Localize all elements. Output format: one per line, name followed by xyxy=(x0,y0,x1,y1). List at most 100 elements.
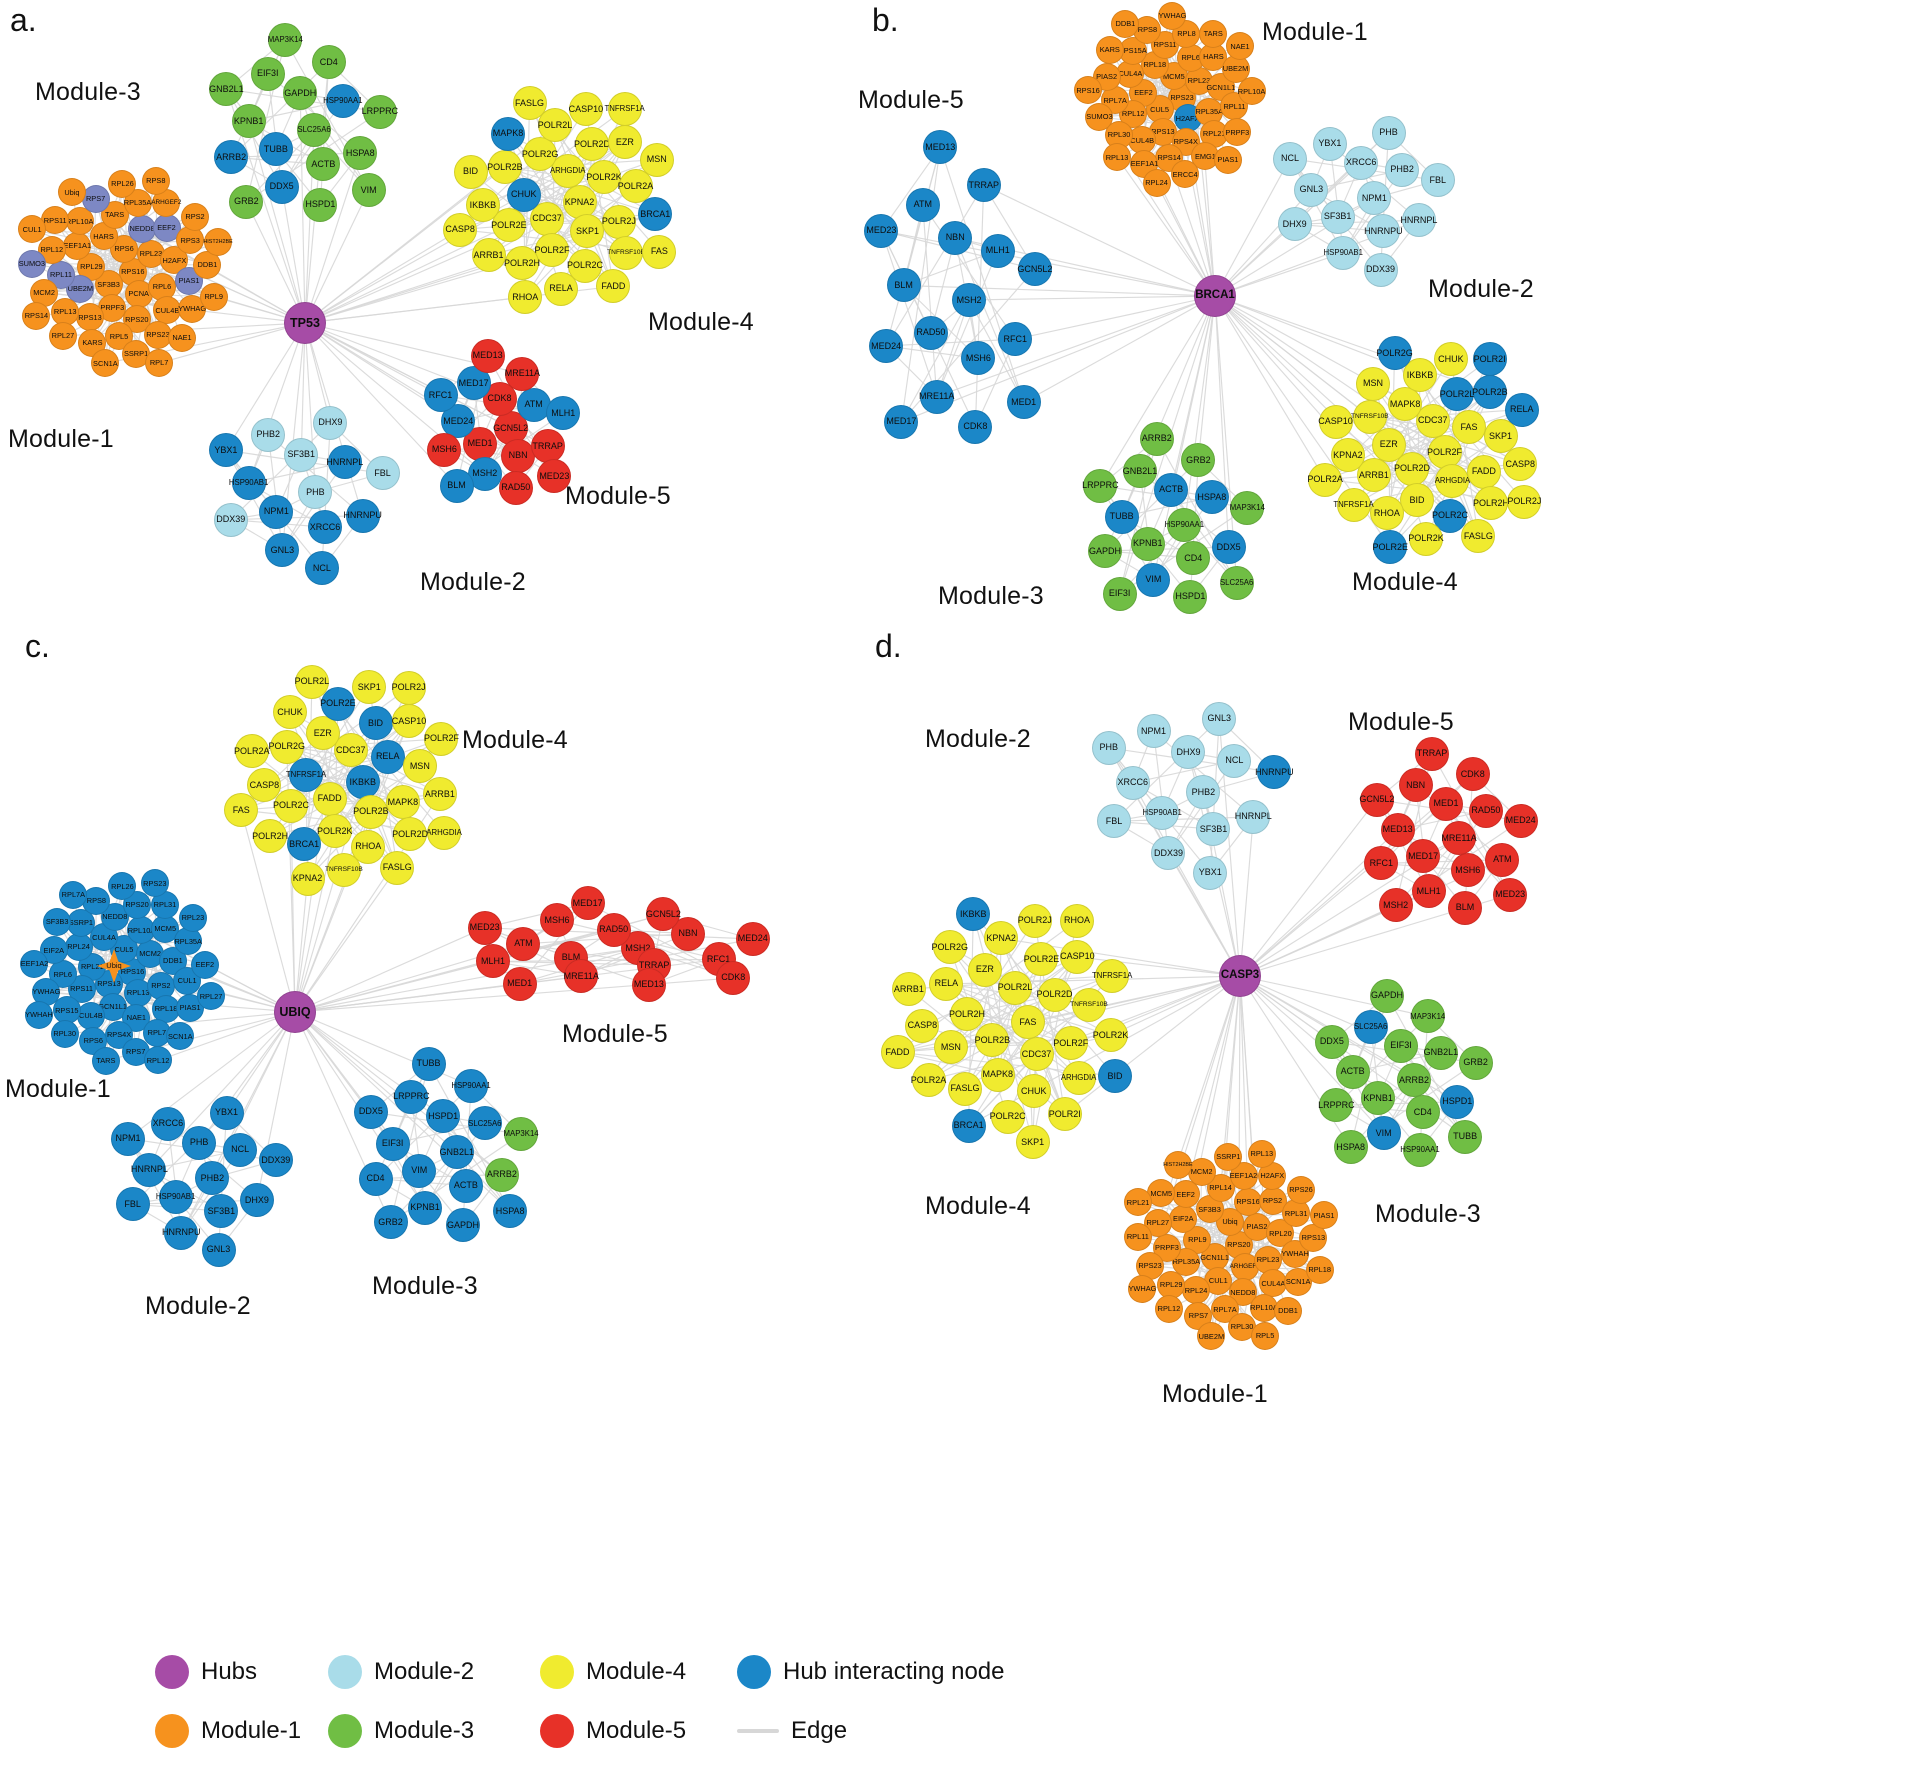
node-arrb2[interactable]: ARRB2 xyxy=(484,1157,519,1192)
node-phb[interactable]: PHB xyxy=(298,475,333,509)
node-tubb[interactable]: TUBB xyxy=(1448,1119,1483,1154)
node-msh6[interactable]: MSH6 xyxy=(427,432,462,467)
node-ddb1[interactable]: DDB1 xyxy=(1274,1297,1303,1326)
node-med13[interactable]: MED13 xyxy=(631,967,666,1002)
node-vim[interactable]: VIM xyxy=(351,173,386,208)
node-hnrnpl[interactable]: HNRNPL xyxy=(1400,203,1437,238)
node-vim[interactable]: VIM xyxy=(402,1153,437,1188)
node-med24[interactable]: MED24 xyxy=(869,329,904,364)
node-mapk8[interactable]: MAPK8 xyxy=(385,785,420,820)
node-rad50[interactable]: RAD50 xyxy=(1468,793,1503,828)
node-nbn[interactable]: NBN xyxy=(938,220,973,255)
node-hsp90aa1[interactable]: HSP90AA1 xyxy=(323,83,363,118)
node-dhx9[interactable]: DHX9 xyxy=(1277,207,1312,242)
node-xrcc6[interactable]: XRCC6 xyxy=(1344,145,1379,180)
node-polr2c[interactable]: POLR2C xyxy=(990,1099,1026,1134)
node-bid[interactable]: BID xyxy=(358,706,393,741)
hub-node-ubiq[interactable]: UBIQ xyxy=(274,991,316,1033)
node-rad50[interactable]: RAD50 xyxy=(596,912,631,947)
node-ezr[interactable]: EZR xyxy=(305,716,340,751)
node-arrb1[interactable]: ARRB1 xyxy=(422,777,457,812)
node-gnl3[interactable]: GNL3 xyxy=(1202,701,1237,736)
node-cdk8[interactable]: CDK8 xyxy=(958,409,993,444)
node-grb2[interactable]: GRB2 xyxy=(373,1205,408,1240)
node-nae1[interactable]: NAE1 xyxy=(168,324,197,353)
node-eef2[interactable]: EEF2 xyxy=(190,951,219,980)
node-gnb2l1[interactable]: GNB2L1 xyxy=(1424,1035,1458,1070)
node-rad50[interactable]: RAD50 xyxy=(913,315,948,350)
node-polr2a[interactable]: POLR2A xyxy=(911,1063,946,1098)
node-blm[interactable]: BLM xyxy=(1447,890,1482,925)
node-cul4b[interactable]: CUL4B xyxy=(76,1002,105,1031)
node-eif3i[interactable]: EIF3I xyxy=(375,1126,410,1161)
node-rhoa[interactable]: RHOA xyxy=(1369,496,1404,531)
node-atm[interactable]: ATM xyxy=(905,187,940,222)
node-xrcc6[interactable]: XRCC6 xyxy=(1115,765,1150,800)
node-hspd1[interactable]: HSPD1 xyxy=(303,187,338,222)
node-gnl3[interactable]: GNL3 xyxy=(1294,172,1329,207)
node-mapk8[interactable]: MAPK8 xyxy=(980,1057,1015,1092)
node-ybx1[interactable]: YBX1 xyxy=(208,433,243,468)
node-sf3b1[interactable]: SF3B1 xyxy=(284,437,319,472)
node-mre11a[interactable]: MRE11A xyxy=(1441,821,1477,855)
node-xrcc6[interactable]: XRCC6 xyxy=(307,510,342,545)
node-actb[interactable]: ACTB xyxy=(1154,472,1189,507)
node-rpl12[interactable]: RPL12 xyxy=(1154,1294,1183,1323)
node-trrap[interactable]: TRRAP xyxy=(530,429,565,464)
node-rpl24[interactable]: RPL24 xyxy=(1142,169,1171,198)
node-phb[interactable]: PHB xyxy=(182,1125,217,1160)
node-rela[interactable]: RELA xyxy=(1504,392,1539,427)
node-fadd[interactable]: FADD xyxy=(880,1035,915,1070)
node-mapk8[interactable]: MAPK8 xyxy=(491,116,525,151)
node-npm1[interactable]: NPM1 xyxy=(259,494,294,529)
node-ezr[interactable]: EZR xyxy=(967,952,1002,987)
node-med23[interactable]: MED23 xyxy=(1493,877,1528,912)
node-polr2k[interactable]: POLR2K xyxy=(317,814,352,849)
node-med24[interactable]: MED24 xyxy=(1503,803,1538,838)
node-polr2l[interactable]: POLR2L xyxy=(295,664,329,699)
node-rad50[interactable]: RAD50 xyxy=(498,470,533,505)
node-blm[interactable]: BLM xyxy=(439,468,474,503)
node-npm1[interactable]: NPM1 xyxy=(1136,714,1171,749)
node-phb2[interactable]: PHB2 xyxy=(251,417,286,452)
node-ddx5[interactable]: DDX5 xyxy=(264,169,299,204)
node-rps8[interactable]: RPS8 xyxy=(141,166,170,195)
node-gcn5l2[interactable]: GCN5L2 xyxy=(1359,782,1394,817)
hub-node-brca1[interactable]: BRCA1 xyxy=(1194,275,1236,317)
node-ezr[interactable]: EZR xyxy=(1371,427,1406,462)
node-casp8[interactable]: CASP8 xyxy=(905,1008,940,1043)
node-polr2j[interactable]: POLR2J xyxy=(391,670,426,705)
node-dhx9[interactable]: DHX9 xyxy=(313,405,348,440)
node-fas[interactable]: FAS xyxy=(642,234,677,269)
node-slc25a6[interactable]: SLC25A6 xyxy=(297,113,332,147)
node-rhoa[interactable]: RHOA xyxy=(508,280,543,314)
node-phb[interactable]: PHB xyxy=(1371,115,1406,150)
node-med1[interactable]: MED1 xyxy=(1006,385,1041,420)
node-vim[interactable]: VIM xyxy=(1366,1116,1401,1151)
node-polr2e[interactable]: POLR2E xyxy=(320,686,356,721)
node-rpl13[interactable]: RPL13 xyxy=(1247,1139,1276,1168)
node-med1[interactable]: MED1 xyxy=(502,966,537,1001)
node-polr2a[interactable]: POLR2A xyxy=(1307,462,1343,497)
node-rpl27[interactable]: RPL27 xyxy=(48,321,77,350)
node-skp1[interactable]: SKP1 xyxy=(1015,1125,1050,1160)
node-mlh1[interactable]: MLH1 xyxy=(980,233,1015,268)
node-phb[interactable]: PHB xyxy=(1091,730,1126,765)
node-gapdh[interactable]: GAPDH xyxy=(1087,534,1122,569)
node-fbl[interactable]: FBL xyxy=(1420,163,1455,198)
node-med1[interactable]: MED1 xyxy=(1429,786,1463,821)
node-arrb1[interactable]: ARRB1 xyxy=(891,972,926,1007)
node-tnfrsf10b[interactable]: TNFRSF10B xyxy=(1351,400,1389,435)
node-pias1[interactable]: PIAS1 xyxy=(1213,145,1242,174)
node-mre11a[interactable]: MRE11A xyxy=(919,379,954,414)
node-grb2[interactable]: GRB2 xyxy=(229,184,264,219)
node-hspd1[interactable]: HSPD1 xyxy=(1440,1084,1475,1119)
node-mre11a[interactable]: MRE11A xyxy=(505,356,540,391)
node-trrap[interactable]: TRRAP xyxy=(966,168,1001,203)
node-arrb2[interactable]: ARRB2 xyxy=(1397,1063,1431,1097)
node-ddx39[interactable]: DDX39 xyxy=(213,502,248,537)
node-nbn[interactable]: NBN xyxy=(1398,768,1433,803)
node-hsp90ab1[interactable]: HSP90AB1 xyxy=(1324,235,1363,270)
node-cd4[interactable]: CD4 xyxy=(311,45,346,80)
node-hsp90aa1[interactable]: HSP90AA1 xyxy=(1400,1132,1440,1167)
